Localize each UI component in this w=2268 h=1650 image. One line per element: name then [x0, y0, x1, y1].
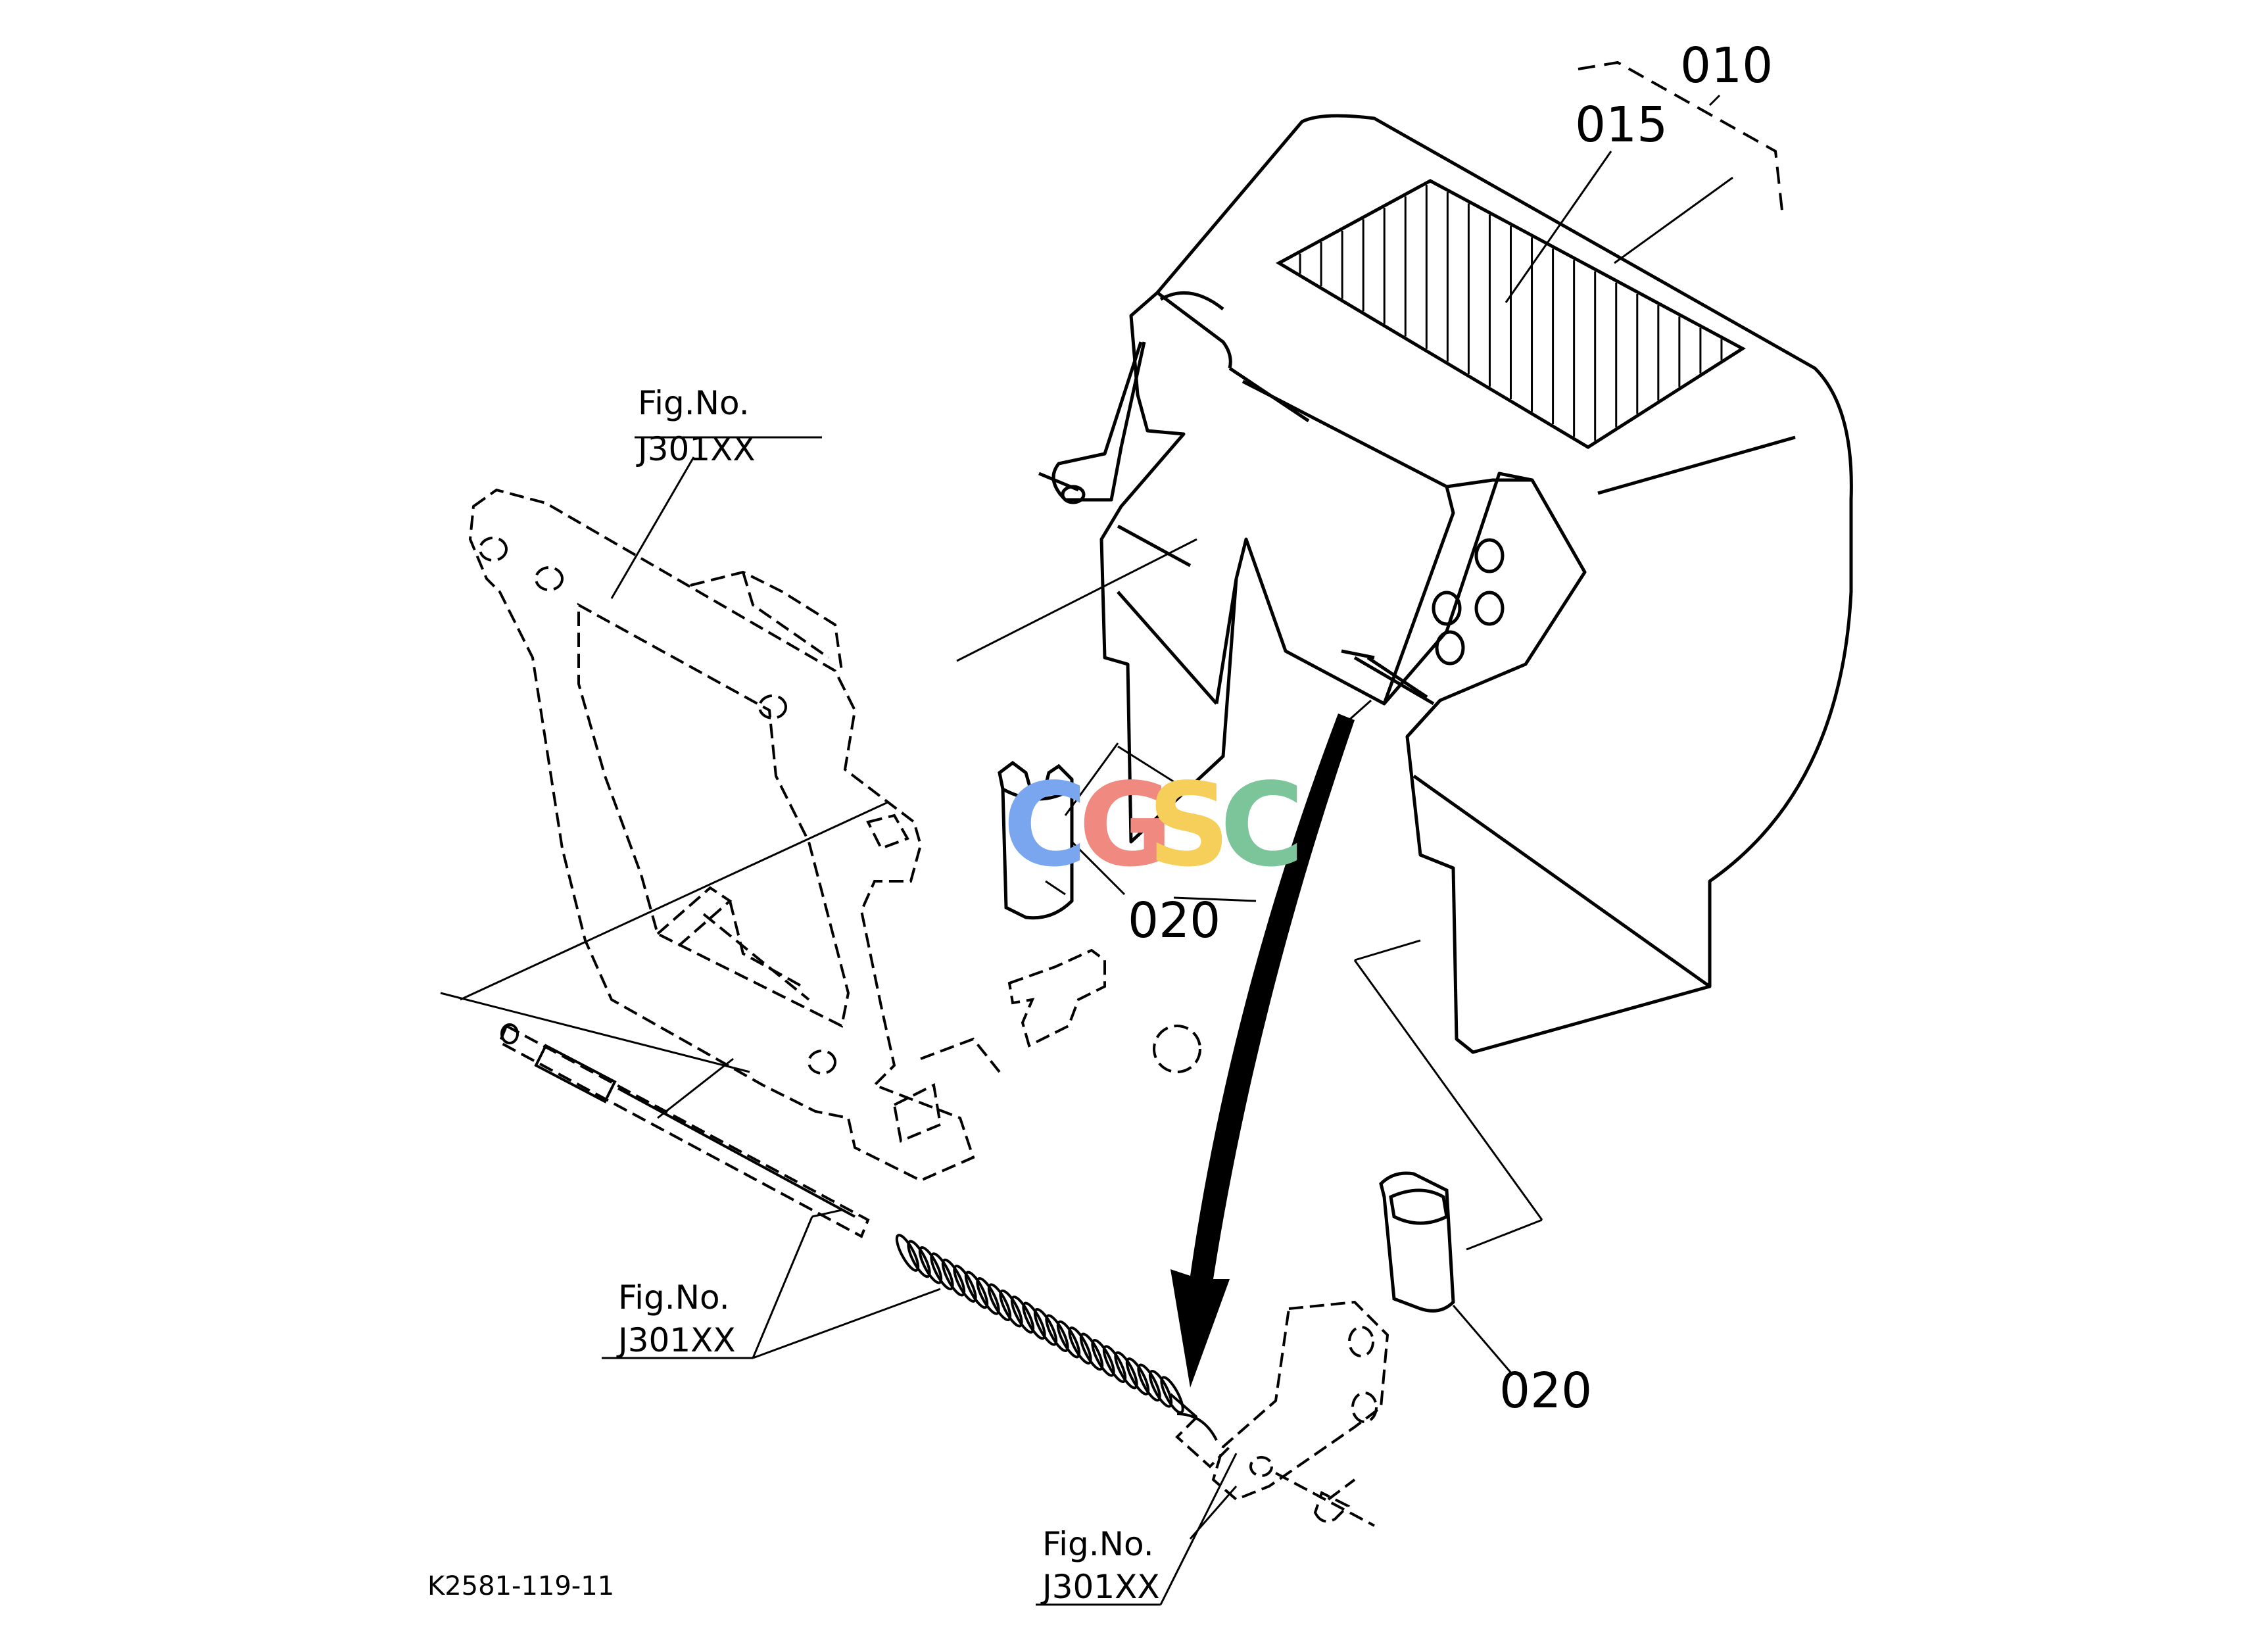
- watermark-letter: S: [1147, 759, 1230, 892]
- assembly-direction-arrow: [1170, 714, 1355, 1388]
- spring-coil: [1148, 1369, 1173, 1408]
- assembly-bracket-010: [1578, 61, 1783, 211]
- part-label-015: 015: [1575, 97, 1668, 153]
- figure-ref-line2: J301XX: [636, 430, 756, 468]
- spring-coil: [1091, 1338, 1115, 1377]
- figure-ref-line1: Fig.No.: [638, 384, 750, 422]
- spring-coil: [964, 1271, 989, 1309]
- watermark: C G S C: [1003, 759, 1304, 892]
- spring-coil: [1045, 1314, 1069, 1353]
- part-label-020-lower: 020: [1499, 1363, 1592, 1419]
- figure-ref-line1: Fig.No.: [618, 1278, 730, 1317]
- spring-coil: [930, 1252, 954, 1291]
- mounting-frame: [468, 488, 1001, 1182]
- duct-housing: [1038, 114, 1853, 1054]
- figure-ref-middle: Fig.No. J301XX: [616, 1278, 736, 1359]
- spring-coil: [1079, 1332, 1104, 1371]
- spring-coil: [1010, 1296, 1035, 1334]
- figure-ref-line2: J301XX: [616, 1321, 736, 1359]
- spring-coil: [1033, 1307, 1058, 1346]
- figure-ref-line2: J301XX: [1040, 1568, 1160, 1606]
- spring-coil: [907, 1240, 931, 1278]
- spring-coil: [1056, 1320, 1081, 1359]
- shaft-spring-assembly: [498, 1023, 1218, 1441]
- spring-coil: [1160, 1376, 1184, 1415]
- spring-coil: [987, 1283, 1012, 1322]
- watermark-letter: G: [1078, 759, 1173, 892]
- spring-coil: [1022, 1301, 1046, 1340]
- spring-coil: [918, 1246, 943, 1284]
- figure-ref-top: Fig.No. J301XX: [636, 384, 756, 468]
- leader-lines: [440, 94, 1733, 1606]
- spring-coil: [1125, 1357, 1150, 1395]
- figure-ref-bottom: Fig.No. J301XX: [1040, 1525, 1160, 1606]
- spring-coil: [895, 1234, 920, 1272]
- spring-coil: [1102, 1345, 1127, 1384]
- filter-element: [1275, 179, 1746, 449]
- figure-ref-line1: Fig.No.: [1042, 1525, 1154, 1563]
- spring-coil: [1137, 1363, 1161, 1402]
- watermark-letter: C: [1220, 759, 1304, 892]
- spring-coil: [976, 1276, 1000, 1315]
- drawing-code: K2581-119-11: [427, 1571, 614, 1601]
- watermark-letter: C: [1003, 759, 1087, 892]
- spring-coil: [1114, 1351, 1138, 1390]
- spring-coil: [999, 1289, 1023, 1328]
- spring-coil: [1068, 1326, 1092, 1365]
- lower-bracket-plate: [1175, 1300, 1389, 1527]
- part-label-020-upper: 020: [1128, 892, 1220, 949]
- spring-coil: [953, 1265, 977, 1303]
- spacer-020-upper: [998, 760, 1074, 920]
- part-label-010: 010: [1680, 37, 1773, 94]
- spring-coil: [941, 1258, 966, 1297]
- spacer-020-lower: [1379, 1171, 1455, 1313]
- small-clip-parts: [1007, 948, 1201, 1073]
